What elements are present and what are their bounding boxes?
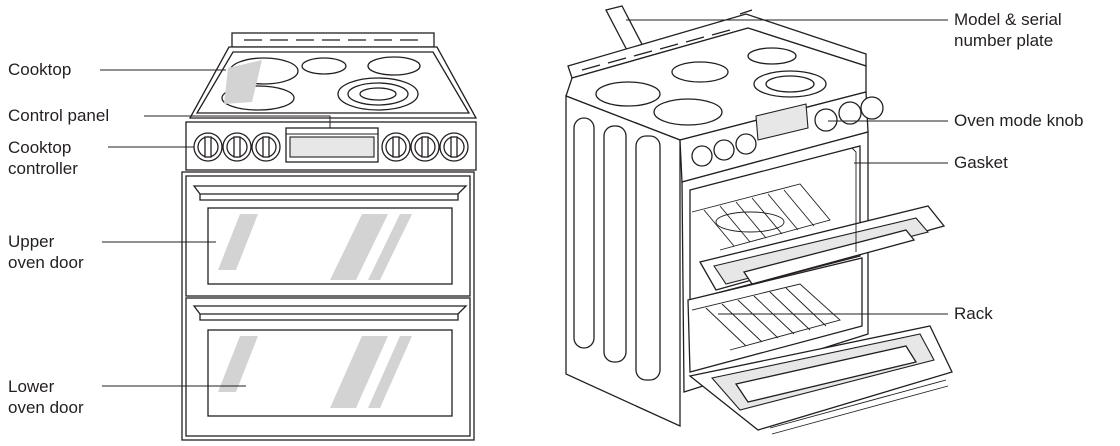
angled-display [755, 103, 809, 141]
oven-mode-knob-icon [860, 96, 884, 120]
label-cooktop-controller: Cooktop controller [8, 138, 78, 178]
label-lower-oven-door: Lower oven door [8, 377, 84, 417]
front-knobs-right [381, 132, 469, 162]
label-rack: Rack [954, 304, 993, 323]
label-gasket: Gasket [954, 153, 1008, 172]
upper-rack [691, 183, 831, 251]
label-upper-oven-door: Upper oven door [8, 232, 84, 272]
label-model-serial-plate: Model & serial number plate [954, 10, 1062, 50]
front-knobs-left [193, 132, 281, 162]
label-control-panel: Control panel [8, 106, 110, 125]
angled-knobs [691, 96, 884, 167]
upper-door-handle [192, 185, 468, 201]
lower-rack [691, 283, 841, 351]
label-cooktop: Cooktop [8, 60, 72, 79]
angled-side-panel [565, 95, 681, 428]
gasket-seal [851, 147, 857, 252]
cooktop-surface [188, 46, 478, 119]
label-oven-mode-knob: Oven mode knob [954, 111, 1084, 130]
lower-oven-cavity [687, 257, 863, 373]
lower-door-handle [192, 305, 468, 321]
leader-control-panel [144, 115, 331, 128]
